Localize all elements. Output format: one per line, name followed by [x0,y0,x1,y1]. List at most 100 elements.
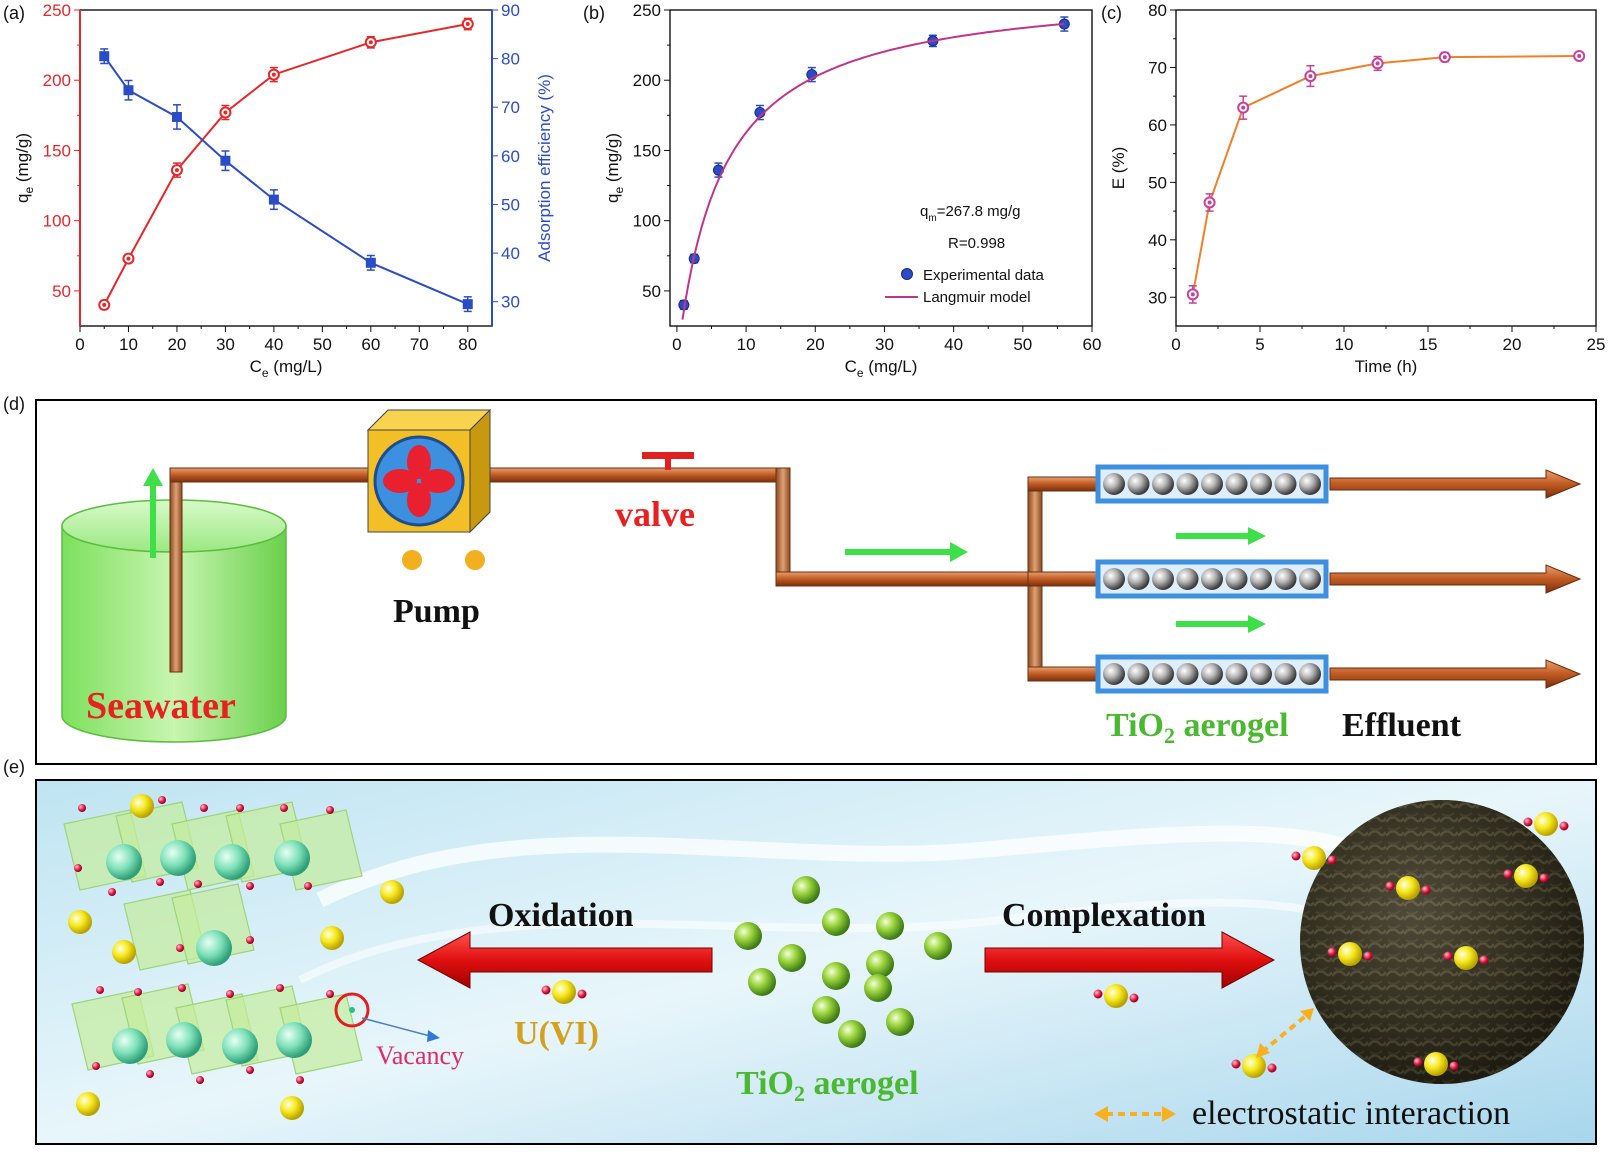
data-point-core [1241,105,1246,110]
y2-tick-label: 90 [501,1,520,20]
data-point-core [174,168,179,173]
uranyl-oxygen [1291,851,1301,861]
diagram-d: Seawater Pump valve TiO2 aerogel Effluen… [35,399,1597,765]
oxygen-atom [276,984,284,992]
aerogel-bead [1201,663,1223,685]
intake-pipe [169,471,183,673]
drop-pipe [775,467,791,577]
panel-label-d: (d) [3,394,25,414]
aerogel-bead [1103,473,1125,495]
oxygen-atom [74,864,82,872]
oxygen-atom [78,804,86,812]
tio2-particle [838,1020,866,1048]
uranyl-ions [541,812,1569,1078]
uranium-atom [320,926,344,950]
x-tick-label: 50 [313,335,332,354]
legend-label-langmuir: Langmuir model [923,289,1031,306]
aerogel-bead [1201,568,1223,590]
data-point-core [1190,292,1195,297]
tio2-particle [812,996,840,1024]
uranyl-uranium [552,980,576,1004]
label-complexation: Complexation [1002,897,1206,934]
uranyl-uranium [1534,812,1558,836]
water-swoosh [316,825,1405,908]
uranyl-oxygen [1327,947,1337,957]
uranyl-oxygen [1327,855,1337,865]
oxygen-atom [226,990,234,998]
aerogel-sphere-shade [1300,800,1584,1084]
data-point-core [271,72,276,77]
x-tick-label: 60 [361,335,380,354]
oxygen-atom [246,882,254,890]
panel-label-a: (a) [3,3,25,23]
flow-arrow-col-1-head [1248,527,1266,545]
label-tio2-aerogel-e: TiO2 aerogel [736,1065,919,1106]
uranyl-uranium [1302,846,1326,870]
aerogel-bead [1103,568,1125,590]
tio2-particle [822,962,850,990]
tio2-particle [866,950,894,978]
uranyl-oxygen [1385,881,1395,891]
flow-arrow-up-head [143,468,163,486]
x-tick-label: 10 [1335,335,1354,354]
legend-marker-experimental [901,268,913,280]
y-tick-label: 70 [1148,58,1167,77]
aerogel-bead [1225,473,1248,495]
vacancy-site [349,1007,355,1013]
y-tick-label: 50 [1148,173,1167,192]
uranyl-oxygen [1479,955,1489,965]
uranyl-uranium [1242,1054,1266,1078]
panel-label-e: (e) [3,757,25,777]
r-annotation: R=0.998 [948,235,1005,252]
y-axis-title: E (%) [1109,147,1128,190]
x-tick-label: 0 [1171,335,1180,354]
tio2-particle [822,908,850,936]
electrostatic-legend-head-2 [1162,1106,1176,1122]
lattice-octahedron [171,883,255,965]
y2-tick-label: 60 [501,147,520,166]
oxidation-arrow [416,931,713,989]
oxygen-atom [178,984,186,992]
uranium-atom [380,880,404,904]
ti-atom [160,840,196,876]
y-tick-label: 60 [1148,116,1167,135]
x-axis-title: Ce (mg/L) [845,357,918,380]
label-valve: valve [615,494,695,534]
y-tick-label: 200 [43,71,71,90]
tio2-particle [924,932,952,960]
series-line-0 [103,23,468,306]
data-point-core [223,110,228,115]
data-point-core [1207,200,1212,205]
uranyl-oxygen [1503,869,1513,879]
data-point-core [1375,61,1380,66]
lower-pipe [775,571,1043,587]
oxygen-atom [146,1070,154,1078]
data-point [220,155,231,166]
oxygen-atom [96,986,104,994]
aerogel-bead [1299,663,1321,685]
uranyl-oxygen [1363,951,1373,961]
uranyl-oxygen [1449,1061,1459,1071]
y-tick-label: 50 [642,282,661,301]
y2-tick-label: 70 [501,98,520,117]
x-tick-label: 0 [75,335,84,354]
uranyl-uranium [1396,876,1420,900]
data-point-core [126,256,131,261]
y-tick-label: 250 [43,1,71,20]
y-tick-label: 200 [633,71,661,90]
flow-arrow-col-2-head [1248,615,1266,633]
uranyl-oxygen [1267,1063,1277,1073]
oxygen-atom [296,1076,304,1084]
uranyl-uranium [1338,942,1362,966]
uranium-atom [280,1096,304,1120]
aerogel-bead [1176,473,1199,495]
branch-pipe-3 [1027,666,1099,682]
effluent-arrow-2 [1329,564,1582,594]
uranyl-uranium [1454,946,1478,970]
oxygen-atom [108,888,116,896]
uranium-atom [130,794,154,818]
ti-atom [214,844,250,880]
aerogel-bead [1176,568,1199,590]
